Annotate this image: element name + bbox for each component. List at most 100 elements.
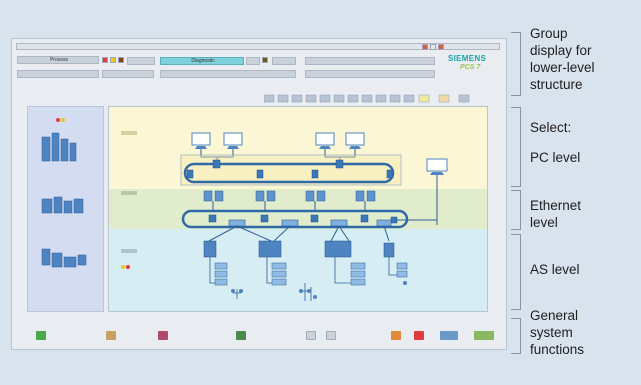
pc-station-icon[interactable] <box>315 132 335 146</box>
switch-icon[interactable] <box>390 216 398 224</box>
process-alarm-icon[interactable] <box>118 57 124 63</box>
server-icon[interactable] <box>214 190 224 202</box>
plc-icon[interactable] <box>324 240 352 258</box>
field-device-icon[interactable] <box>239 289 243 293</box>
toolbar-slot[interactable] <box>305 70 435 78</box>
pc-station-icon[interactable] <box>191 132 211 146</box>
disabled-function-icon[interactable] <box>326 331 336 340</box>
group-display-icon[interactable] <box>458 94 470 103</box>
annotation-line: General <box>530 308 579 323</box>
pc-station-icon[interactable] <box>426 158 448 172</box>
io-module-icon[interactable] <box>271 278 287 286</box>
pc-station-icon[interactable] <box>345 132 365 146</box>
pc-bus-segment[interactable] <box>180 154 402 186</box>
field-device-icon[interactable] <box>403 281 407 285</box>
group-display-icon[interactable] <box>291 94 303 103</box>
diagnostic-alarm-icon[interactable] <box>262 57 268 63</box>
io-module-icon[interactable] <box>350 262 366 270</box>
edit-icon[interactable] <box>106 331 116 340</box>
bracket <box>511 318 521 354</box>
network-module-icon[interactable] <box>330 219 348 227</box>
io-module-icon[interactable] <box>350 270 366 278</box>
group-display-icon[interactable] <box>438 94 450 103</box>
group-display-icon[interactable] <box>418 94 430 103</box>
process-button[interactable]: Process <box>17 56 99 64</box>
toolbar-slot[interactable] <box>305 57 435 65</box>
process-alarm-red-icon[interactable] <box>102 57 108 63</box>
toolbar-slot[interactable] <box>102 70 154 78</box>
pc-station-icon[interactable] <box>223 132 243 146</box>
plc-icon[interactable] <box>383 242 395 258</box>
switch-icon[interactable] <box>256 169 264 179</box>
plc-icon[interactable] <box>258 240 282 258</box>
server-icon[interactable] <box>255 190 265 202</box>
switch-icon[interactable] <box>335 159 344 169</box>
nav-back-icon[interactable] <box>36 331 46 340</box>
group-display-icon[interactable] <box>277 94 289 103</box>
plc-icon[interactable] <box>203 240 217 258</box>
network-icon[interactable] <box>236 331 246 340</box>
pc-level-band[interactable] <box>109 107 487 189</box>
group-display-icon[interactable] <box>347 94 359 103</box>
toolbar-slot[interactable] <box>127 57 155 65</box>
io-module-icon[interactable] <box>271 270 287 278</box>
io-module-icon[interactable] <box>271 262 287 270</box>
field-device-icon[interactable] <box>307 289 311 293</box>
print-icon[interactable] <box>158 331 168 340</box>
acknowledge-icon[interactable] <box>391 331 401 340</box>
switch-icon[interactable] <box>310 214 319 223</box>
group-display-icon[interactable] <box>333 94 345 103</box>
network-module-icon[interactable] <box>228 219 246 227</box>
window-control-icon[interactable] <box>438 44 444 50</box>
as-overview-icon[interactable] <box>41 248 87 268</box>
group-display-icon[interactable] <box>375 94 387 103</box>
switch-icon[interactable] <box>386 169 394 179</box>
switch-icon[interactable] <box>212 159 221 169</box>
io-module-icon[interactable] <box>214 270 228 278</box>
window-control-icon[interactable] <box>430 44 436 50</box>
switch-icon[interactable] <box>186 169 194 179</box>
io-module-icon[interactable] <box>396 262 408 270</box>
field-device-icon[interactable] <box>299 289 303 293</box>
server-icon[interactable] <box>266 190 276 202</box>
server-icon[interactable] <box>316 190 326 202</box>
as-level-band[interactable] <box>109 229 487 311</box>
switch-icon[interactable] <box>360 214 369 223</box>
network-module-icon[interactable] <box>281 219 299 227</box>
process-alarm-yellow-icon[interactable] <box>110 57 116 63</box>
io-module-icon[interactable] <box>396 270 408 278</box>
group-display-icon[interactable] <box>403 94 415 103</box>
toolbar-slot[interactable] <box>17 70 99 78</box>
pc-overview-icon[interactable] <box>41 132 77 162</box>
server-icon[interactable] <box>355 190 365 202</box>
alarm-stop-icon[interactable] <box>414 331 424 340</box>
disabled-function-icon[interactable] <box>306 331 316 340</box>
io-module-icon[interactable] <box>214 278 228 286</box>
group-display-icon[interactable] <box>264 94 275 103</box>
arrows-icon[interactable] <box>440 331 458 340</box>
switch-icon[interactable] <box>208 214 217 223</box>
group-display-icon[interactable] <box>389 94 401 103</box>
diagnostic-button[interactable]: Diagnostic <box>160 57 244 65</box>
window-control-icon[interactable] <box>422 44 428 50</box>
toolbar-slot[interactable] <box>160 70 296 78</box>
switch-icon[interactable] <box>311 169 319 179</box>
io-module-icon[interactable] <box>214 262 228 270</box>
keyboard-icon[interactable] <box>474 331 494 340</box>
network-module-icon[interactable] <box>376 219 392 227</box>
group-display-icon[interactable] <box>361 94 373 103</box>
field-device-icon[interactable] <box>313 295 317 299</box>
server-icon[interactable] <box>366 190 376 202</box>
io-module-icon[interactable] <box>350 278 366 286</box>
server-icon[interactable] <box>305 190 315 202</box>
group-display-icon[interactable] <box>319 94 331 103</box>
server-icon[interactable] <box>203 190 213 202</box>
field-device-icon[interactable] <box>231 289 235 293</box>
switch-icon[interactable] <box>260 214 269 223</box>
ethernet-overview-icon[interactable] <box>41 196 84 214</box>
toolbar-slot[interactable] <box>272 57 296 65</box>
plant-bus-ring[interactable] <box>181 209 409 229</box>
group-display-icon[interactable] <box>305 94 317 103</box>
toolbar-slot[interactable] <box>246 57 260 65</box>
